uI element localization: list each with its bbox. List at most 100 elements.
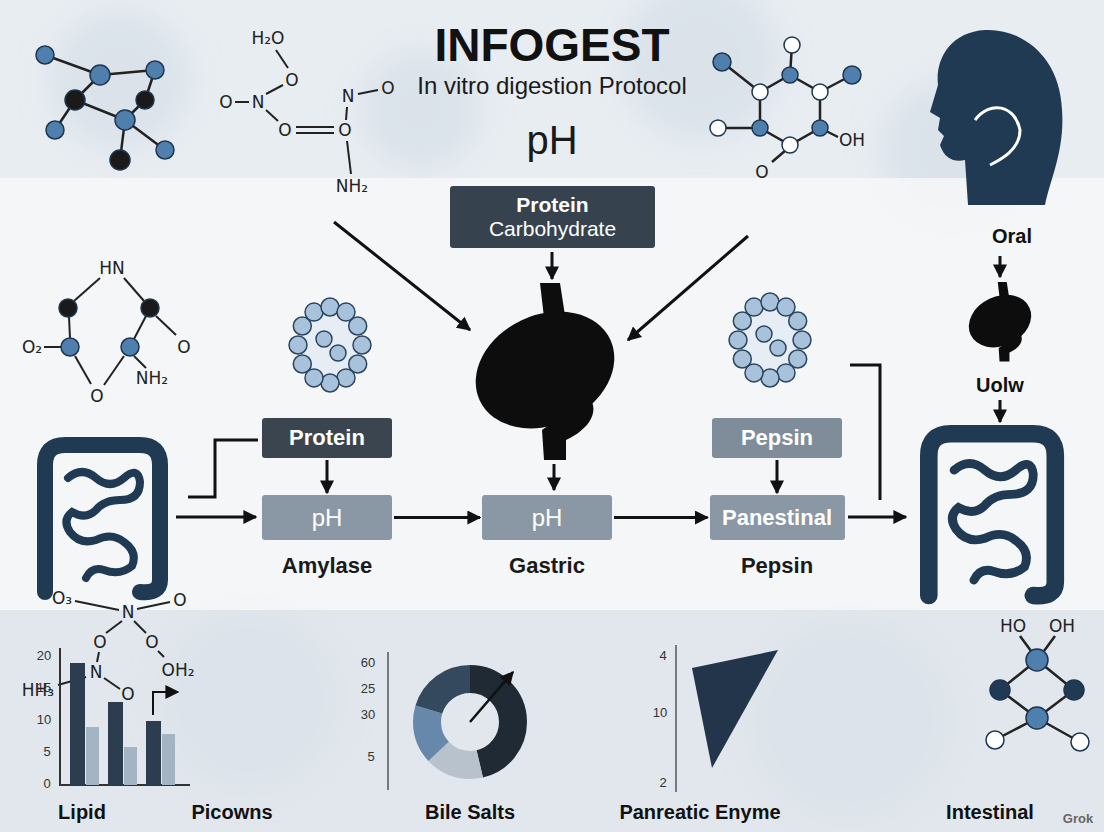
box-text: Protein xyxy=(289,425,365,450)
atom-ball xyxy=(115,110,135,130)
atom-label: O xyxy=(93,634,106,651)
flow-arrow xyxy=(776,460,779,493)
bar-chart xyxy=(153,692,178,715)
title: INFOGEST xyxy=(434,22,669,68)
bar-chart xyxy=(162,734,175,785)
atom-label: O xyxy=(381,80,394,97)
molecule xyxy=(45,55,165,160)
atom-ball xyxy=(121,338,139,356)
atom-label: O xyxy=(278,122,291,139)
stomach-icon xyxy=(457,283,634,460)
molecule-bond xyxy=(134,356,146,368)
atom-label: OH₂ xyxy=(162,662,195,679)
axis-number: 60 xyxy=(361,656,375,669)
atom-label: O xyxy=(121,686,134,703)
bar-chart xyxy=(124,747,137,785)
molecule-bond xyxy=(44,346,61,348)
flow-arrow xyxy=(326,460,329,493)
molecule-bond xyxy=(158,651,164,657)
category-label: Bile Salts xyxy=(425,802,515,822)
flow-arrow xyxy=(999,256,1002,277)
head-detail xyxy=(975,108,1020,165)
atom-label: HH₃ xyxy=(22,682,54,699)
atom-ball xyxy=(843,66,861,84)
molecule-bond xyxy=(266,85,283,94)
atom-label: N xyxy=(342,88,355,105)
atom-ball xyxy=(986,731,1004,749)
atom-ball xyxy=(1071,733,1089,751)
atom-ball xyxy=(141,299,159,317)
bar-chart xyxy=(86,727,99,785)
input-box: ProteinCarbohydrate xyxy=(450,186,655,248)
category-label: Intestinal xyxy=(946,802,1034,822)
atom-ball xyxy=(713,53,731,71)
axis-number: 5 xyxy=(43,745,50,758)
stage-caption: Pepsin xyxy=(741,554,813,578)
atom-label: O xyxy=(90,388,103,405)
molecule-bond xyxy=(106,621,122,633)
flow-arrow xyxy=(176,516,256,519)
atom-ball xyxy=(782,137,798,153)
atom-ball xyxy=(990,680,1010,700)
atom-ball xyxy=(752,120,768,136)
atom-label: HO xyxy=(1000,618,1026,635)
atom-label: O₃ xyxy=(52,590,72,607)
atom-label: O xyxy=(338,122,351,139)
stage-box: pHAmylase xyxy=(262,495,392,540)
flow-arrow xyxy=(848,516,906,519)
axis-number: 30 xyxy=(361,708,375,721)
molecule-bond xyxy=(266,110,278,121)
atom-label: O xyxy=(177,339,190,356)
atom-ball xyxy=(1026,707,1048,729)
molecule-bond xyxy=(760,75,820,145)
stage-caption: Gastric xyxy=(509,554,585,578)
atom-label: N xyxy=(252,94,265,111)
atom-ball xyxy=(986,649,1089,751)
atom-label: OH xyxy=(1049,618,1075,635)
atom-label: O₂ xyxy=(22,339,42,356)
atom-label: O xyxy=(755,164,768,181)
intestine-icon xyxy=(45,445,160,592)
stage-box: PanestinalPepsin xyxy=(710,495,845,540)
enzyme-icon xyxy=(729,293,811,387)
atom-ball xyxy=(782,67,798,83)
subtitle: In vitro digestion Protocol xyxy=(417,74,686,98)
molecule-bond xyxy=(156,316,176,335)
molecule-bond xyxy=(104,356,124,385)
atom-ball xyxy=(710,37,861,153)
atom-ball xyxy=(59,299,159,356)
category-label: Lipid xyxy=(58,802,106,822)
atom-label: H₂O xyxy=(252,30,285,47)
atom-ball xyxy=(812,84,828,100)
molecule-bond xyxy=(1044,636,1055,651)
molecule-bond xyxy=(74,278,100,301)
molecule-bond xyxy=(97,652,99,662)
donut-chart xyxy=(387,652,389,790)
bar-chart xyxy=(146,721,161,785)
category-label: Panreatic Enyme xyxy=(619,802,780,822)
flow-arrow xyxy=(551,252,554,279)
atom-label: O xyxy=(285,72,298,89)
box-text: Pepsin xyxy=(741,425,813,450)
molecule-bond xyxy=(134,621,146,633)
molecule-bond xyxy=(69,317,70,338)
atom-ball xyxy=(752,84,768,100)
molecule-bond xyxy=(347,141,351,174)
axis-number: 2 xyxy=(659,776,666,789)
intestine-icon xyxy=(929,434,1056,596)
atom-ball xyxy=(110,150,130,170)
box-text: Carbohydrate xyxy=(489,217,616,241)
axis-number: 5 xyxy=(367,750,374,763)
molecule-bond xyxy=(296,126,334,128)
flow-arrow xyxy=(553,464,556,490)
atom-ball xyxy=(61,338,79,356)
axis-number: 0 xyxy=(43,777,50,790)
category-label: Picowns xyxy=(191,802,272,822)
atom-label: OH xyxy=(839,132,865,149)
organ-label: Oral xyxy=(992,226,1032,246)
background xyxy=(0,178,1104,610)
atom-ball xyxy=(1026,649,1048,671)
